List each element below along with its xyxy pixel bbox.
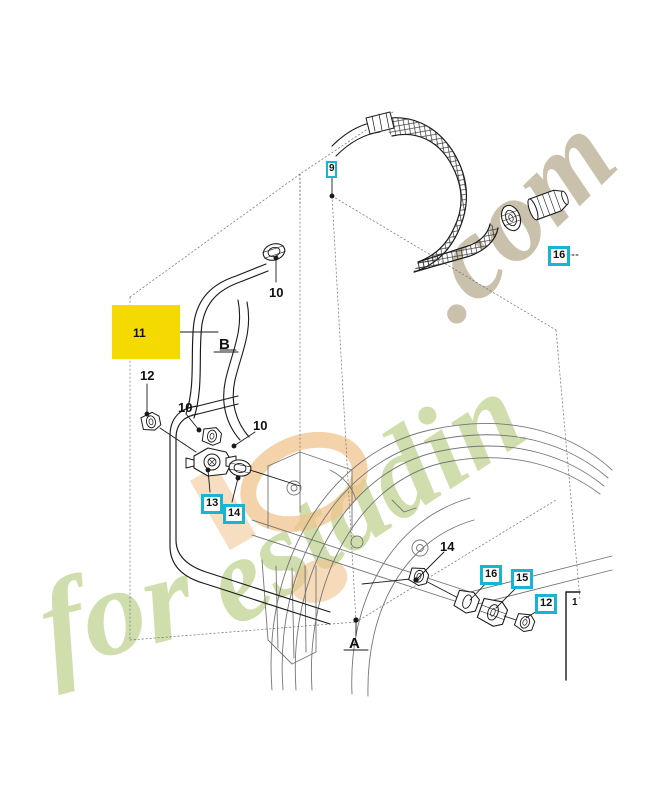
callout-16-bottom[interactable]: 16: [481, 566, 502, 584]
callout-section-a: A: [349, 635, 360, 652]
callout-9[interactable]: 9: [326, 161, 337, 178]
callout-14-right: 14: [440, 539, 455, 554]
callout-12-left: 12: [140, 368, 155, 383]
callout-16-top-right[interactable]: 16: [549, 247, 570, 265]
callout-13[interactable]: 13: [202, 495, 223, 513]
selected-part-highlight[interactable]: [112, 305, 180, 359]
callout-15[interactable]: 15: [512, 570, 533, 588]
callout-11-highlighted: 11: [133, 326, 146, 340]
callout-10-mid-right: 10: [253, 418, 268, 433]
callout-section-b: B: [219, 336, 230, 353]
callout-14-boxed[interactable]: 14: [224, 505, 245, 523]
callout-1-bracket: 1: [572, 597, 578, 608]
callout-12-bottom[interactable]: 12: [536, 595, 557, 613]
callout-10-upper: 10: [269, 285, 284, 300]
callout-10-mid-left: 10: [178, 400, 193, 415]
